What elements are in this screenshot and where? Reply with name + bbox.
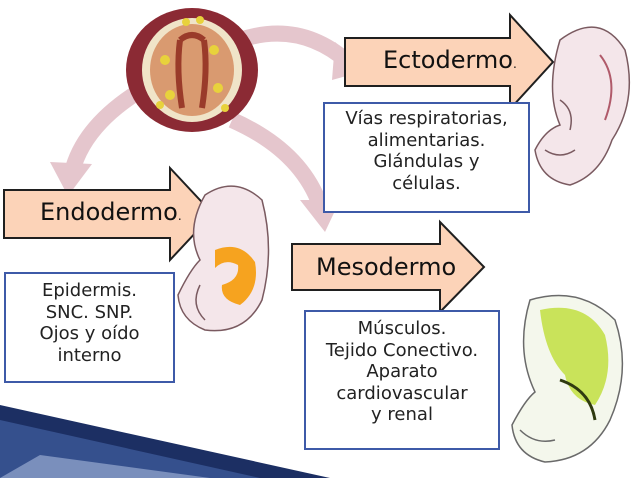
endodermo-line: SNC. SNP. xyxy=(45,301,134,323)
ectodermo-line: células. xyxy=(392,172,461,194)
ectodermo-line: Vías respiratorias, xyxy=(345,108,508,129)
ectodermo-label-text: Ectodermo xyxy=(383,46,513,74)
mesodermo-label: Mesodermo xyxy=(316,253,456,281)
blastula-illustration xyxy=(126,8,258,132)
fetus-ectoderm-illustration xyxy=(534,26,631,186)
ectodermo-label-suffix: . xyxy=(512,57,517,71)
mesodermo-line: Músculos. xyxy=(357,318,447,339)
endodermo-label: Endodermo. xyxy=(40,198,182,226)
ectodermo-line: alimentarias. xyxy=(367,129,486,151)
fetus-endoderm-illustration xyxy=(177,185,270,332)
endodermo-label-suffix: . xyxy=(177,209,182,223)
endodermo-label-text: Endodermo xyxy=(40,198,178,226)
mesodermo-line: Aparato xyxy=(366,361,438,383)
ectodermo-description-box: Vías respiratorias, alimentarias. Glándu… xyxy=(323,102,530,213)
mesodermo-line: y renal xyxy=(371,404,433,426)
mesodermo-line: Tejido Conectivo. xyxy=(325,339,479,361)
fetus-mesoderm-illustration xyxy=(511,294,624,463)
arrow-endodermo xyxy=(3,165,215,263)
mesodermo-line: cardiovascular xyxy=(336,382,468,404)
endodermo-line: interno xyxy=(57,344,122,366)
endodermo-description-box: Epidermis. SNC. SNP. Ojos y oído interno xyxy=(4,272,175,383)
mesodermo-label-text: Mesodermo xyxy=(316,253,457,281)
arrow-mesodermo xyxy=(291,219,486,315)
corner-decoration xyxy=(0,405,330,478)
arrow-ectodermo xyxy=(344,12,555,112)
ectodermo-label: Ectodermo. xyxy=(383,46,517,74)
endodermo-line: Ojos y oído xyxy=(39,323,140,345)
endodermo-line: Epidermis. xyxy=(41,280,138,301)
ectodermo-line: Glándulas y xyxy=(373,151,480,173)
mesodermo-description-box: Músculos. Tejido Conectivo. Aparato card… xyxy=(304,310,500,450)
